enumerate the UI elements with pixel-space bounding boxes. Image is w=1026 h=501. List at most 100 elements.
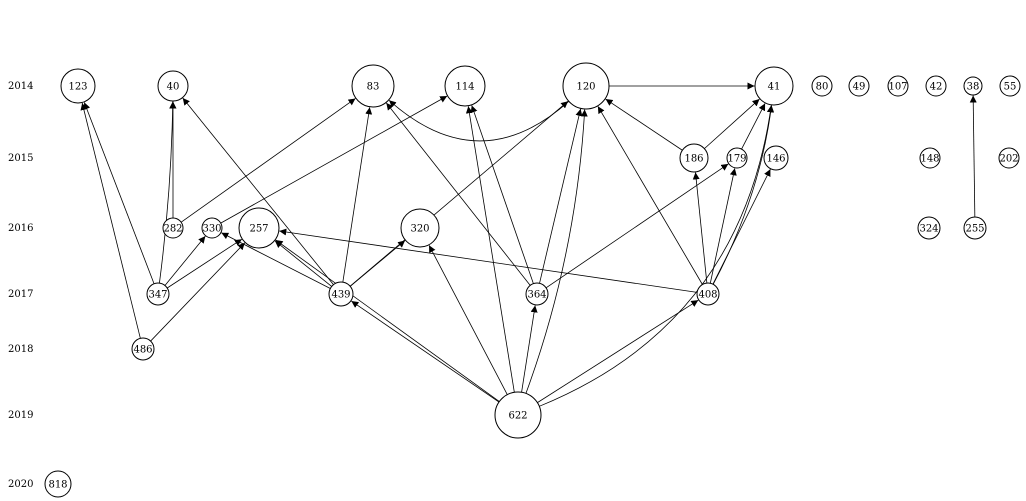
node-148: 148 — [919, 147, 941, 169]
node-circle-282 — [162, 217, 184, 239]
node-38: 38 — [963, 76, 983, 96]
node-408: 408 — [696, 282, 720, 306]
edge-439-to-120 — [349, 100, 569, 287]
node-40: 40 — [157, 70, 189, 102]
node-label-83: 83 — [367, 82, 380, 93]
node-circle-146 — [763, 145, 789, 171]
edge-622-to-408 — [537, 299, 699, 403]
node-179: 179 — [726, 147, 748, 169]
node-circle-55 — [999, 75, 1021, 97]
node-107: 107 — [887, 75, 909, 97]
node-label-49: 49 — [853, 82, 866, 93]
node-label-324: 324 — [919, 224, 938, 235]
node-circle-486 — [131, 337, 155, 361]
edge-622-to-320 — [428, 245, 508, 395]
node-label-282: 282 — [163, 224, 182, 235]
year-label-2018: 2018 — [8, 344, 33, 355]
node-label-123: 123 — [68, 82, 87, 93]
node-347: 347 — [146, 282, 170, 306]
node-label-186: 186 — [684, 154, 703, 165]
edge-622-to-364 — [521, 305, 538, 393]
node-circle-257 — [238, 207, 280, 249]
node-circle-186 — [679, 143, 709, 173]
year-label-2017: 2017 — [8, 289, 33, 300]
node-83: 83 — [351, 64, 395, 108]
node-486: 486 — [131, 337, 155, 361]
edge-622-to-120 — [525, 109, 588, 394]
node-label-622: 622 — [508, 411, 527, 422]
edge-408-to-146 — [712, 169, 771, 285]
year-label-2014: 2014 — [8, 81, 33, 92]
node-circle-38 — [963, 76, 983, 96]
node-123: 123 — [60, 68, 96, 104]
node-circle-255 — [963, 216, 987, 240]
edge-364-to-120 — [539, 108, 583, 284]
node-circle-202 — [998, 147, 1020, 169]
edge-486-to-123 — [80, 102, 141, 339]
node-320: 320 — [400, 208, 440, 248]
node-circle-107 — [887, 75, 909, 97]
edge-622-to-114 — [465, 106, 515, 393]
year-axis: 2014 2015 2016 2017 2018 2019 2020 — [8, 81, 33, 490]
node-label-38: 38 — [967, 82, 980, 93]
node-circle-347 — [146, 282, 170, 306]
node-label-330: 330 — [202, 224, 221, 235]
edge-186-to-120 — [605, 98, 683, 151]
edge-408-to-120 — [597, 106, 703, 285]
node-439: 439 — [328, 281, 354, 307]
year-label-2015: 2015 — [8, 153, 33, 164]
edge-439-to-330 — [221, 232, 331, 289]
year-label-2019: 2019 — [8, 410, 33, 421]
node-label-107: 107 — [888, 82, 907, 93]
node-circle-148 — [919, 147, 941, 169]
node-255: 255 — [963, 216, 987, 240]
node-circle-123 — [60, 68, 96, 104]
edge-408-to-257 — [279, 228, 698, 293]
edges-layer — [80, 82, 977, 407]
node-circle-41 — [754, 66, 794, 106]
node-202: 202 — [998, 147, 1020, 169]
edge-439-to-40 — [182, 97, 334, 285]
edge-408-to-179 — [709, 168, 737, 284]
node-circle-42 — [925, 75, 947, 97]
node-circle-120 — [562, 62, 610, 110]
node-364: 364 — [525, 282, 549, 306]
edge-364-to-114 — [470, 105, 534, 284]
edge-282-to-83 — [180, 98, 356, 223]
node-55: 55 — [999, 75, 1021, 97]
node-label-320: 320 — [410, 224, 429, 235]
node-818: 818 — [44, 470, 72, 498]
node-circle-114 — [444, 65, 486, 107]
edge-347-to-123 — [83, 102, 155, 284]
node-49: 49 — [848, 75, 870, 97]
edge-439-to-320 — [349, 240, 406, 287]
node-circle-408 — [696, 282, 720, 306]
node-circle-40 — [157, 70, 189, 102]
node-label-179: 179 — [727, 154, 746, 165]
node-circle-83 — [351, 64, 395, 108]
node-114: 114 — [444, 65, 486, 107]
node-label-486: 486 — [133, 345, 152, 356]
node-label-42: 42 — [930, 82, 943, 93]
node-label-40: 40 — [167, 82, 180, 93]
node-circle-179 — [726, 147, 748, 169]
node-circle-330 — [201, 217, 223, 239]
node-circle-364 — [525, 282, 549, 306]
edge-408-to-41 — [712, 105, 775, 285]
node-186: 186 — [679, 143, 709, 173]
node-80: 80 — [811, 75, 833, 97]
node-circle-439 — [328, 281, 354, 307]
edge-439-to-83 — [342, 107, 373, 283]
node-label-408: 408 — [698, 290, 717, 301]
edge-255-to-38 — [969, 95, 977, 218]
node-label-148: 148 — [920, 154, 939, 165]
edge-120-to-83 — [388, 100, 570, 142]
node-circle-80 — [811, 75, 833, 97]
edge-622-to-439 — [351, 300, 500, 403]
edge-364-to-179 — [545, 163, 729, 289]
edge-622-to-257 — [275, 239, 500, 402]
node-label-255: 255 — [965, 224, 984, 235]
node-label-114: 114 — [455, 82, 474, 93]
